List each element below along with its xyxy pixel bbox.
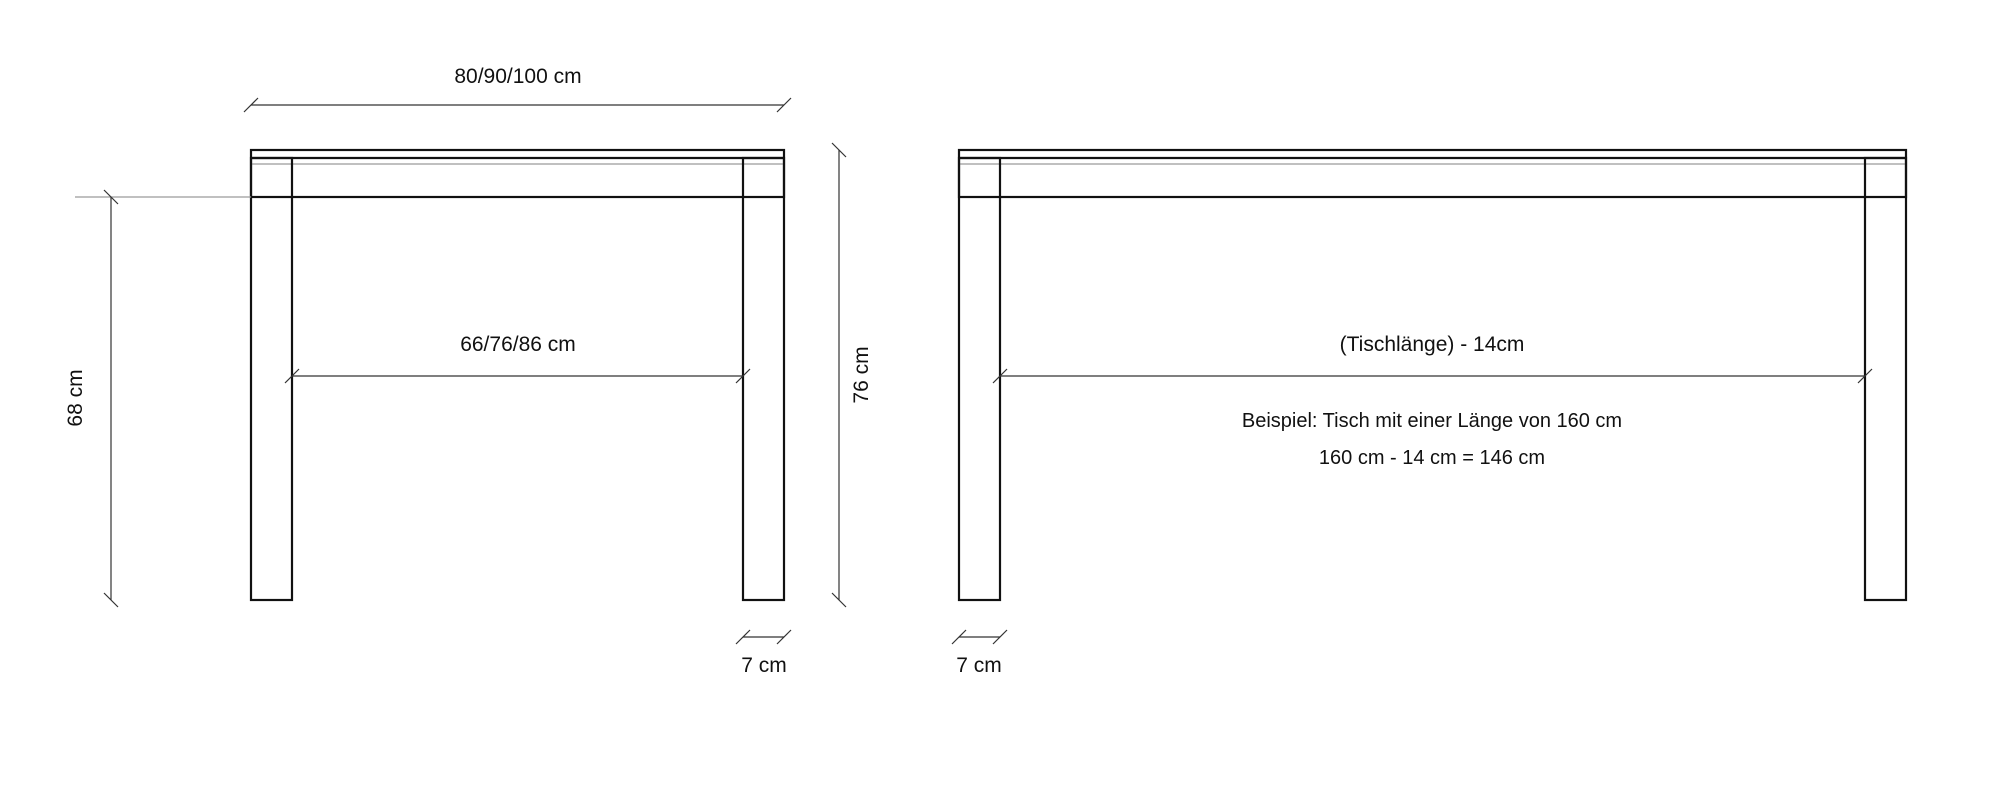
left-table <box>249 148 786 602</box>
leg-height-label: 68 cm <box>64 369 87 426</box>
top-width-dimension <box>243 97 792 113</box>
total-height-dimension <box>831 142 847 608</box>
right-leg-width-dimension <box>951 629 1008 645</box>
right-table <box>957 148 1908 602</box>
right-leg-right <box>1863 156 1908 602</box>
inner-length-label: (Tischlänge) - 14cm <box>1340 333 1525 356</box>
right-leg-width-label: 7 cm <box>956 654 1002 677</box>
example-line-2: 160 cm - 14 cm = 146 cm <box>1319 447 1545 469</box>
leg-height-dimension <box>103 189 119 608</box>
inner-length-dimension <box>992 368 1873 384</box>
right-leg-left <box>957 156 1002 602</box>
inner-width-label: 66/76/86 cm <box>460 333 576 356</box>
total-height-label: 76 cm <box>850 346 873 403</box>
inner-width-dimension <box>284 368 751 384</box>
top-width-label: 80/90/100 cm <box>454 65 581 88</box>
left-leg-right <box>741 156 786 602</box>
left-leg-left <box>249 156 294 602</box>
left-leg-width-dimension <box>735 629 792 645</box>
left-leg-width-label: 7 cm <box>741 654 787 677</box>
example-line-1: Beispiel: Tisch mit einer Länge von 160 … <box>1242 410 1622 432</box>
